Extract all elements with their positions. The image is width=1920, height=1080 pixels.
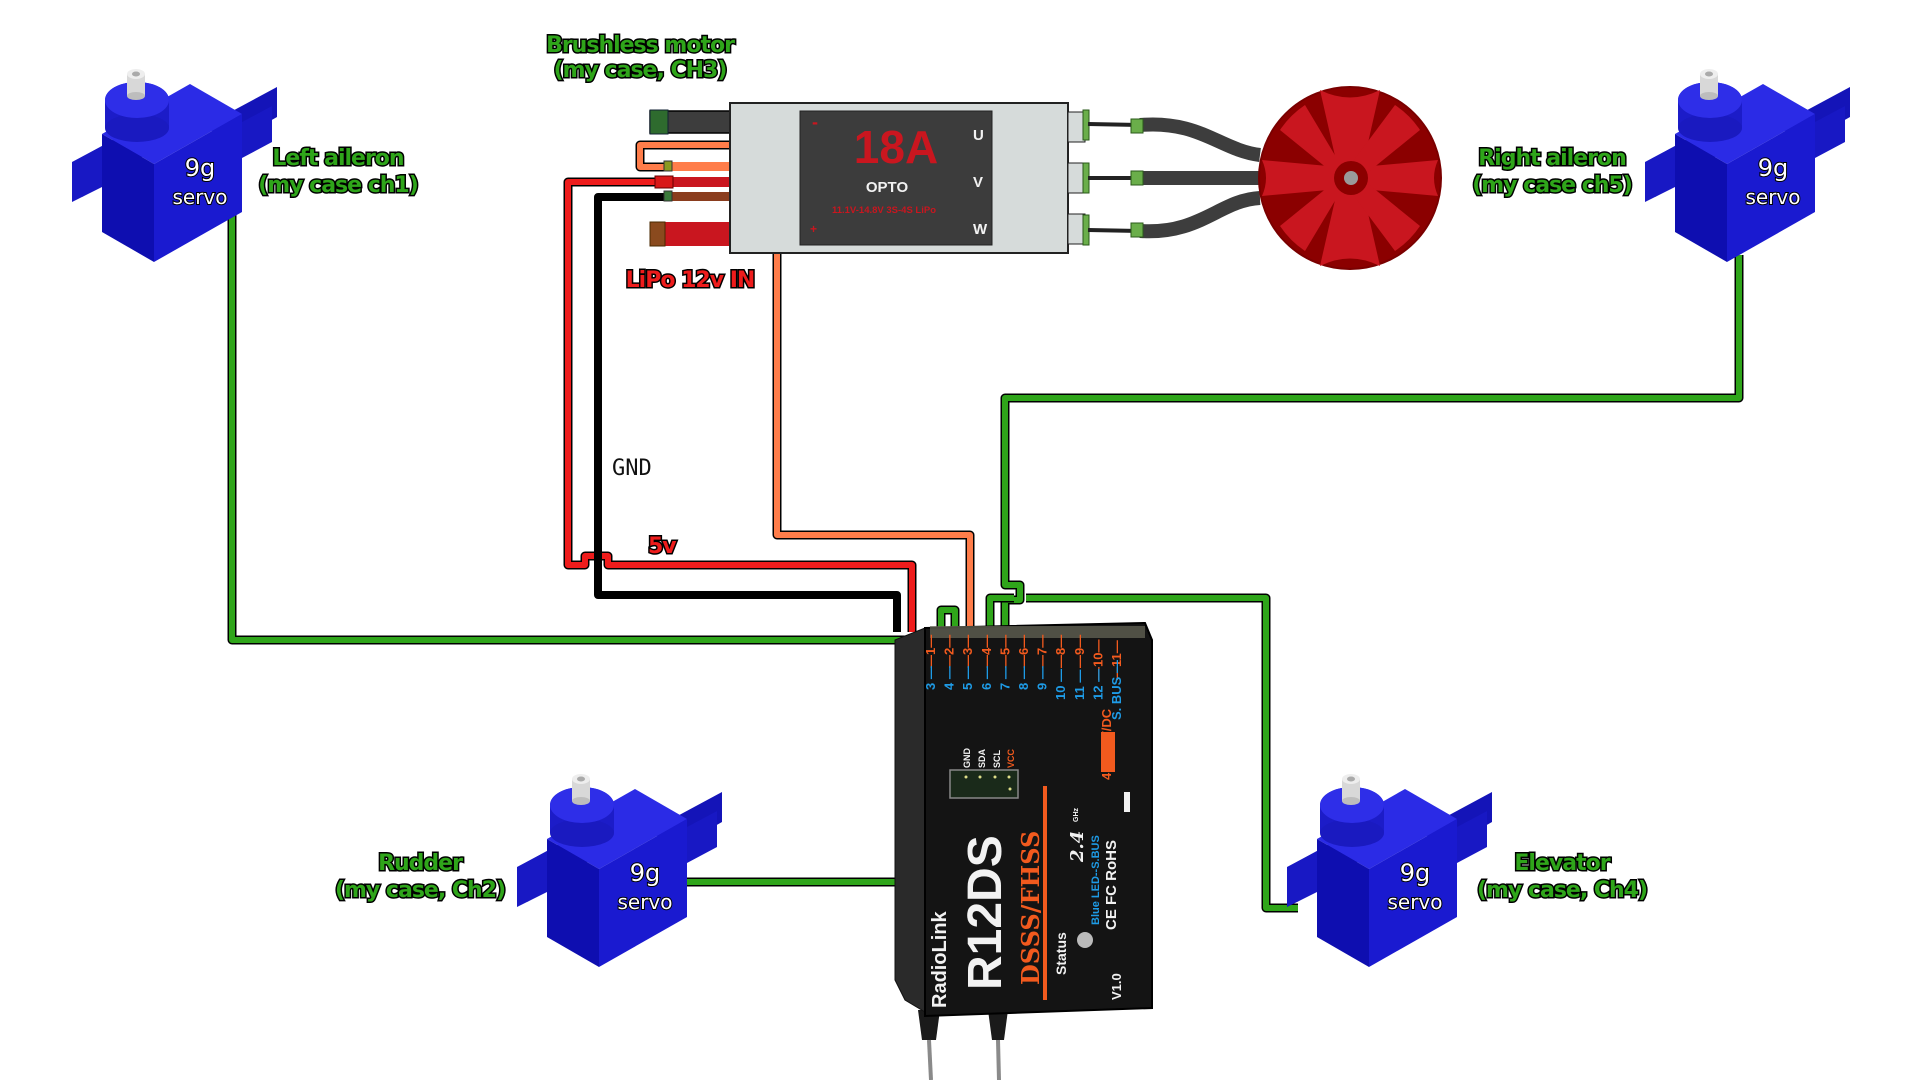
label-gnd: GND <box>612 456 652 481</box>
label-rudder-line2: (my case, Ch2) <box>335 878 505 903</box>
motor-wires <box>1087 117 1262 239</box>
servo-label-weight: 9g <box>1758 154 1789 182</box>
channel-alt-number: 4 — <box>942 666 957 690</box>
channel-number: —2— <box>942 635 957 668</box>
servo-label-type: servo <box>172 185 227 209</box>
i2c-pin-sda: SDA <box>977 748 987 768</box>
receiver-channel-2[interactable]: —2—4 — <box>942 635 957 690</box>
esc-rating: 18A <box>854 121 938 173</box>
channel-alt-number: 9 — <box>1035 666 1050 690</box>
channel-number: —11— <box>1109 640 1124 680</box>
esc-minus: - <box>812 112 818 132</box>
label-left-aileron-line2: (my case ch1) <box>258 173 418 198</box>
esc-phase-u: U <box>973 127 984 144</box>
channel-number: —6— <box>1016 635 1031 668</box>
servo-label-weight: 9g <box>630 859 661 887</box>
channel-alt-number: 3 — <box>923 666 938 690</box>
esc-phase-v: V <box>973 174 983 191</box>
esc-voltage: 11.1V-14.8V 3S-4S LiPo <box>832 205 936 216</box>
esc-phase-outputs <box>1067 109 1090 246</box>
receiver-protocol: DSSS/FHSS <box>1016 831 1045 985</box>
receiver-led-note: Blue LED--S.BUS <box>1090 835 1102 925</box>
i2c-pin-vcc: VCC <box>1006 748 1016 768</box>
receiver-brand: RadioLink <box>929 910 951 1008</box>
wire-right-aileron-ch5 <box>1000 255 1744 628</box>
label-right-aileron-line1: Right aileron <box>1478 146 1626 171</box>
receiver-certifications: CE FC RoHS <box>1103 840 1120 930</box>
wire-left-aileron-ch1 <box>227 210 928 645</box>
receiver-channel-7[interactable]: —7—9 — <box>1035 635 1050 690</box>
wire-gnd <box>594 193 901 632</box>
label-right-aileron-line2: (my case ch5) <box>1472 173 1632 198</box>
channel-alt-number: 8 — <box>1016 666 1031 690</box>
esc-phase-w: W <box>973 221 988 238</box>
receiver-channel-11[interactable]: —11—S. BUS — <box>1109 640 1124 720</box>
annotation-labels: Brushless motor (my case, CH3) Left aile… <box>257 32 1650 905</box>
esc-signal-lead <box>668 162 732 171</box>
receiver-channel-1[interactable]: —1—3 — <box>923 635 938 690</box>
channel-alt-number: 10 — <box>1053 669 1068 700</box>
label-5v: 5v <box>648 534 677 559</box>
label-lipo-input: LiPo 12v IN <box>626 268 755 293</box>
receiver-channel-4[interactable]: —4—6 — <box>979 635 994 690</box>
channel-number: —9— <box>1072 635 1087 668</box>
esc-bec-positive-lead <box>668 177 732 187</box>
channel-number: —1— <box>923 635 938 668</box>
channel-number: —4— <box>979 635 994 668</box>
label-elevator-line1: Elevator <box>1514 851 1610 876</box>
channel-alt-number: S. BUS — <box>1109 660 1124 720</box>
i2c-pin-gnd: GND <box>962 748 972 769</box>
channel-alt-number: 11 — <box>1072 670 1087 700</box>
channel-alt-number: 12 — <box>1090 669 1105 700</box>
channel-number: —7— <box>1035 635 1050 668</box>
receiver-channel-3[interactable]: —3—5 — <box>960 635 975 690</box>
receiver-frequency-unit: GHz <box>1073 808 1080 823</box>
channel-alt-number: 5 — <box>960 666 975 690</box>
receiver-status-label: Status <box>1053 932 1069 975</box>
receiver-antennas <box>918 1010 1008 1080</box>
esc-bec-negative-lead <box>668 192 732 201</box>
label-rudder-line1: Rudder <box>378 851 463 876</box>
receiver-channel-8[interactable]: —8—10 — <box>1053 635 1068 700</box>
servo-label-weight: 9g <box>185 154 216 182</box>
servo-label-type: servo <box>1745 185 1800 209</box>
channel-alt-number: 7 — <box>997 666 1012 690</box>
label-brushless-motor-line1: Brushless motor <box>546 33 735 58</box>
receiver-channel-labels: —1—3 — —2—4 ——3—5 — —4—6 ——5—7 — —6—8 — —7—9… <box>923 635 1124 720</box>
servo-right-aileron: 9g servo <box>1645 69 1850 262</box>
brushless-motor <box>1258 86 1442 270</box>
servo-label-weight: 9g <box>1400 859 1431 887</box>
servo-rudder: 9g servo <box>517 774 722 967</box>
receiver-channel-10[interactable]: —10—12 — <box>1090 640 1105 700</box>
receiver-status-led <box>1077 932 1093 948</box>
receiver-channel-5[interactable]: —5—7 — <box>997 635 1012 690</box>
receiver-model: R12DS <box>959 835 1012 990</box>
label-left-aileron-line1: Left aileron <box>272 146 403 171</box>
receiver: —1—3 — —2—4 ——3—5 — —4—6 ——5—7 — —6—8 — —7—9… <box>894 621 1153 1080</box>
label-elevator-line2: (my case, Ch4) <box>1477 878 1647 903</box>
i2c-pin-scl: SCL <box>992 749 1002 768</box>
servo-elevator: 9g servo <box>1287 774 1492 967</box>
label-brushless-motor-line2: (my case, CH3) <box>554 58 727 83</box>
esc-plus: + <box>810 222 817 236</box>
channel-number: —3— <box>960 635 975 668</box>
channel-number: —10— <box>1090 640 1105 680</box>
servo-label-type: servo <box>1387 890 1442 914</box>
receiver-version: V1.0 <box>1109 973 1124 1000</box>
channel-number: —8— <box>1053 635 1068 668</box>
esc-label-panel <box>799 110 993 246</box>
servo-label-type: servo <box>617 890 672 914</box>
receiver-channel-6[interactable]: —6—8 — <box>1016 635 1031 690</box>
servo-left-aileron: 9g servo <box>72 69 277 262</box>
esc: - 18A OPTO 11.1V-14.8V 3S-4S LiPo + U V … <box>649 102 1090 254</box>
channel-number: —5— <box>997 635 1012 668</box>
receiver-i2c-header: GND SDA SCL VCC <box>949 748 1019 799</box>
esc-type: OPTO <box>866 179 909 196</box>
motor-spokes <box>1262 90 1438 266</box>
wire-left-aileron-ch1-core <box>229 210 928 643</box>
receiver-channel-9[interactable]: —9— 11 — <box>1072 635 1087 700</box>
receiver-frequency: 2.4 <box>1067 831 1088 863</box>
channel-alt-number: 6 — <box>979 666 994 690</box>
